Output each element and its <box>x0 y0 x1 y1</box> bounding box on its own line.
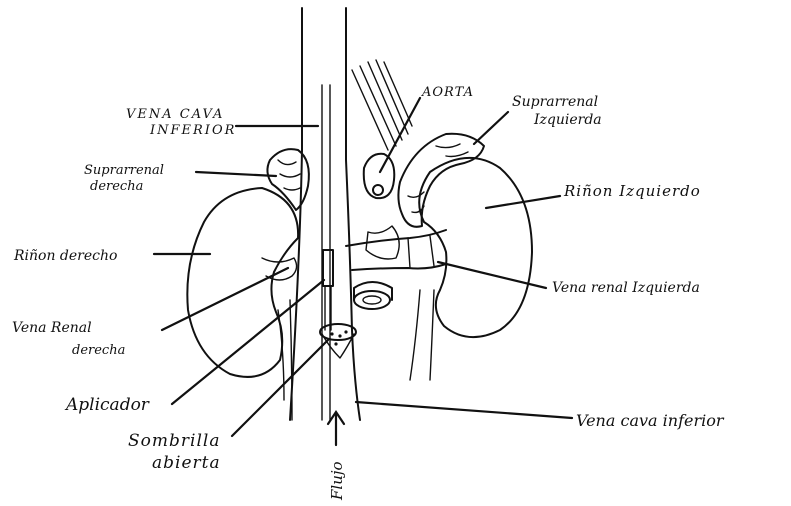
label-vena-cava-bottom: Vena cava inferior <box>576 411 725 430</box>
left-kidney <box>419 158 532 337</box>
label-rinon-derecho: Riñon derecho <box>13 248 117 264</box>
leader-vena-cava-bottom <box>356 402 572 418</box>
label-suprarrenal-derecha-1: Suprarrenal <box>84 163 164 178</box>
labels: VENA CAVA INFERIOR AORTA Suprarrenal Izq… <box>12 85 725 501</box>
label-sombrilla-1: Sombrilla <box>128 431 220 451</box>
left-renal-vein <box>346 230 446 380</box>
label-sombrilla-2: abierta <box>152 453 221 473</box>
vena-cava-vessel <box>290 8 360 420</box>
leader-aplicador <box>172 280 324 404</box>
leader-sombrilla <box>232 340 328 436</box>
aorta-vessel <box>352 60 412 259</box>
label-suprarrenal-derecha-2: derecha <box>90 179 143 194</box>
label-aplicador: Aplicador <box>64 395 150 415</box>
label-suprarrenal-izquierda-2: Izquierda <box>533 112 602 128</box>
label-vena-renal-derecha-1: Vena Renal <box>12 320 92 336</box>
leader-suprarrenal-izquierda <box>474 112 508 144</box>
leader-suprarrenal-derecha <box>196 172 276 176</box>
left-adrenal-gland <box>398 134 484 227</box>
leader-lines <box>154 98 572 436</box>
label-vena-cava-top-2: INFERIOR <box>149 123 236 138</box>
label-vena-renal-derecha-2: derecha <box>72 343 125 358</box>
leader-vena-renal-derecha <box>162 268 288 330</box>
leader-aorta <box>380 98 420 172</box>
label-aorta: AORTA <box>421 85 474 100</box>
leader-rinon-izquierdo <box>486 196 560 208</box>
applicator-device <box>323 250 333 330</box>
label-rinon-izquierdo: Riñon Izquierdo <box>563 182 701 200</box>
label-vena-renal-izquierda: Vena renal Izquierda <box>552 280 700 296</box>
label-vena-cava-top-1: VENA CAVA <box>126 107 224 122</box>
label-flujo: Flujo <box>328 461 346 501</box>
label-suprarrenal-izquierda-1: Suprarrenal <box>512 94 598 110</box>
